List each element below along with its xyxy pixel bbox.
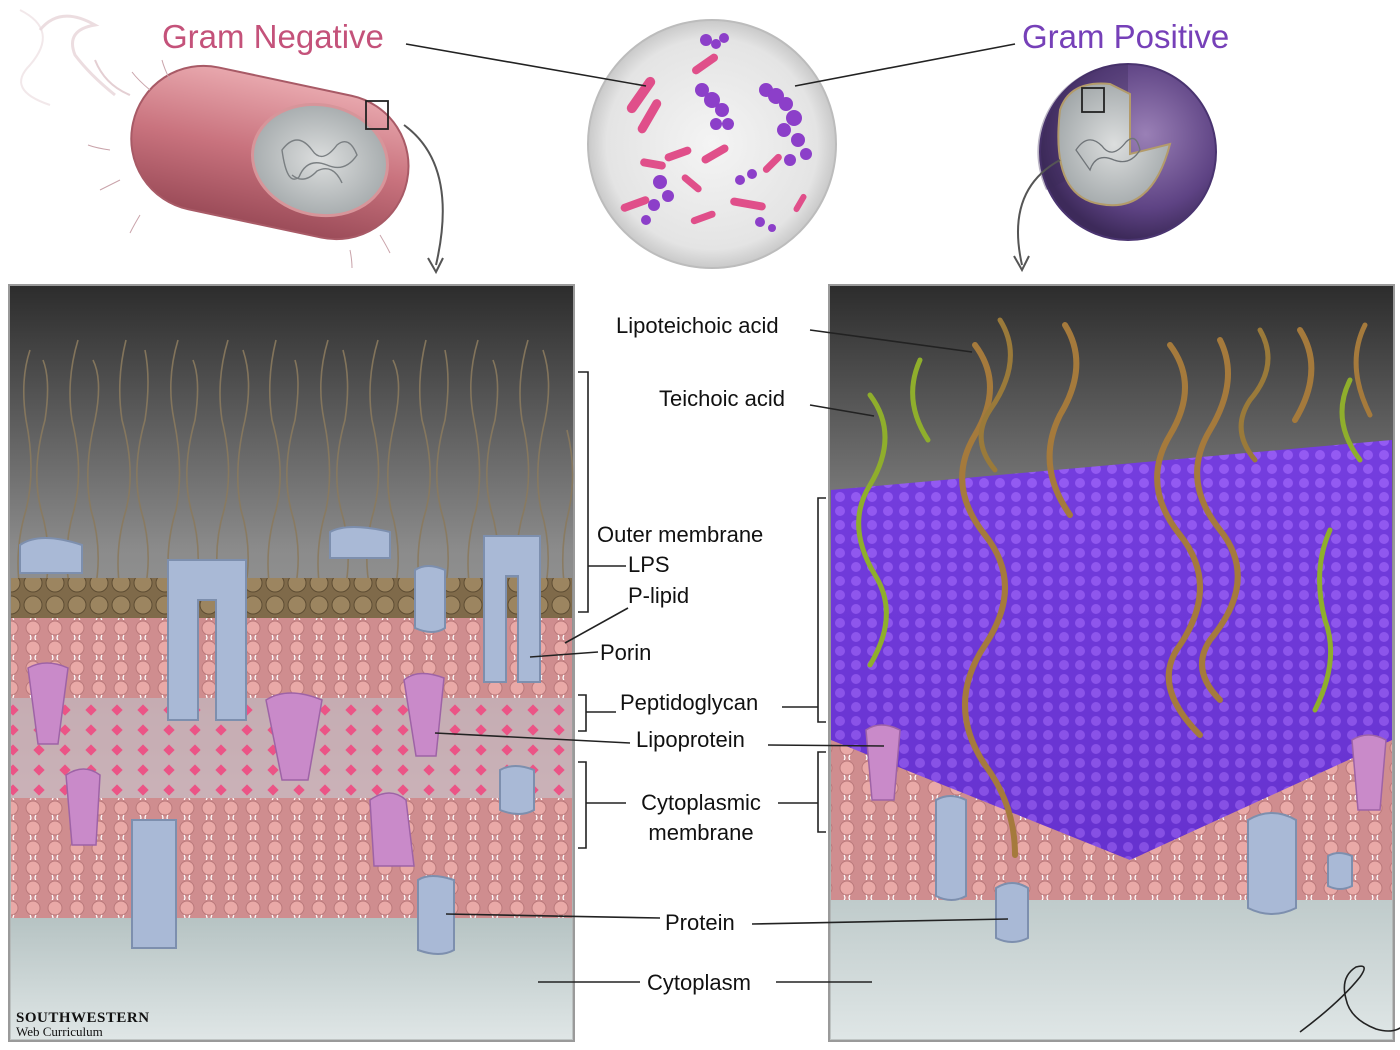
credit-line2: Web Curriculum bbox=[16, 1024, 103, 1039]
label-cytoplasmic-line1: Cytoplasmic bbox=[641, 790, 761, 815]
label-peptidoglycan: Peptidoglycan bbox=[620, 690, 759, 715]
gram-positive-envelope-panel bbox=[828, 284, 1400, 1042]
gram-positive-title: Gram Positive bbox=[1022, 18, 1230, 55]
label-cytoplasm: Cytoplasm bbox=[647, 970, 751, 995]
label-lps: LPS bbox=[628, 552, 670, 577]
label-cytoplasmic-line2: membrane bbox=[648, 820, 754, 845]
label-cytoplasmic-membrane: Cytoplasmic membrane bbox=[622, 790, 780, 846]
title-leader-lines bbox=[405, 43, 1016, 87]
southwestern-credit-logo: SOUTHWESTERN Web Curriculum bbox=[16, 1010, 150, 1039]
label-outer-membrane: Outer membrane bbox=[597, 522, 764, 547]
label-p-lipid: P-lipid bbox=[628, 583, 690, 608]
gram-negative-rod-cell bbox=[19, 9, 444, 275]
label-teichoic-acid: Teichoic acid bbox=[659, 386, 785, 411]
gram-positive-coccus-cell bbox=[1013, 63, 1217, 273]
gram-stain-micrograph bbox=[587, 19, 837, 269]
gram-negative-envelope-panel bbox=[8, 284, 575, 1042]
label-lipoprotein: Lipoprotein bbox=[636, 727, 745, 752]
credit-line1: SOUTHWESTERN bbox=[16, 1010, 150, 1026]
label-lipoteichoic-acid: Lipoteichoic acid bbox=[616, 313, 779, 338]
label-protein: Protein bbox=[665, 910, 735, 935]
label-leader-lines bbox=[434, 329, 1009, 983]
brackets bbox=[578, 371, 826, 849]
gram-negative-title: Gram Negative bbox=[162, 18, 384, 55]
label-porin: Porin bbox=[600, 640, 652, 665]
